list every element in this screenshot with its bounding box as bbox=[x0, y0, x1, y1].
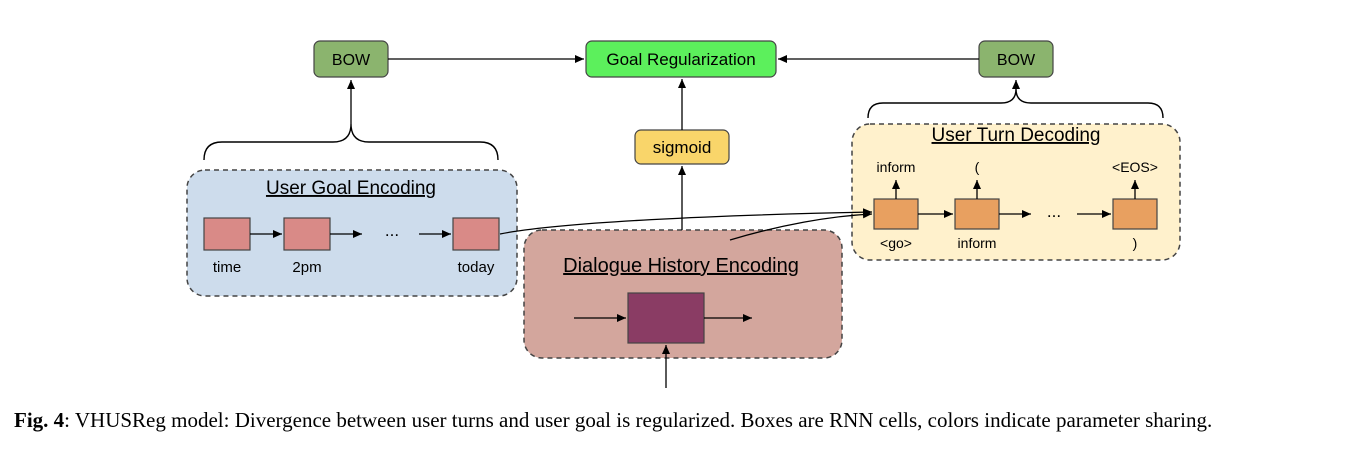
goal-token-1: time bbox=[213, 259, 241, 276]
left-brace bbox=[203, 123, 499, 161]
decode-cell-3 bbox=[1112, 198, 1158, 230]
vhusreg-diagram: BOW Goal Regularization BOW sigmoid User… bbox=[186, 40, 1181, 388]
figure-caption: Fig. 4: VHUSReg model: Divergence betwee… bbox=[14, 407, 1360, 434]
goal-cell-2 bbox=[283, 217, 331, 251]
goal-token-3: today bbox=[458, 259, 495, 276]
caption-label: Fig. 4 bbox=[14, 408, 65, 432]
decode-cell-2 bbox=[954, 198, 1000, 230]
user-goal-encoding-title: User Goal Encoding bbox=[266, 178, 436, 199]
decode-cell-1 bbox=[873, 198, 919, 230]
user-turn-decoding-title: User Turn Decoding bbox=[932, 125, 1101, 146]
goal-regularization-label: Goal Regularization bbox=[606, 50, 755, 69]
right-brace bbox=[867, 88, 1164, 119]
decode-input-1: <go> bbox=[880, 235, 912, 251]
goal-cell-1 bbox=[203, 217, 251, 251]
history-to-decoder-connector bbox=[729, 210, 873, 241]
user-turn-decoding-panel bbox=[851, 123, 1181, 261]
user-goal-encoding-panel bbox=[186, 169, 518, 297]
history-cell bbox=[627, 292, 705, 344]
bow-left-label: BOW bbox=[332, 52, 371, 69]
bow-right-label: BOW bbox=[997, 52, 1036, 69]
decode-input-2: inform bbox=[958, 235, 997, 251]
goal-cell-3 bbox=[452, 217, 500, 251]
decode-output-1: inform bbox=[877, 159, 916, 175]
goal-to-decoder-connector bbox=[499, 208, 873, 235]
caption-text: : VHUSReg model: Divergence between user… bbox=[64, 408, 1213, 432]
decode-output-3: <EOS> bbox=[1112, 159, 1158, 175]
dialogue-history-encoding-title: Dialogue History Encoding bbox=[563, 255, 799, 277]
goal-ellipsis: ... bbox=[385, 221, 399, 240]
decode-output-2: ( bbox=[975, 159, 980, 175]
decode-input-3: ) bbox=[1133, 235, 1138, 251]
goal-regularization-node bbox=[585, 40, 777, 78]
decode-ellipsis: ... bbox=[1047, 202, 1061, 221]
goal-token-2: 2pm bbox=[292, 259, 321, 276]
sigmoid-label: sigmoid bbox=[653, 138, 712, 157]
